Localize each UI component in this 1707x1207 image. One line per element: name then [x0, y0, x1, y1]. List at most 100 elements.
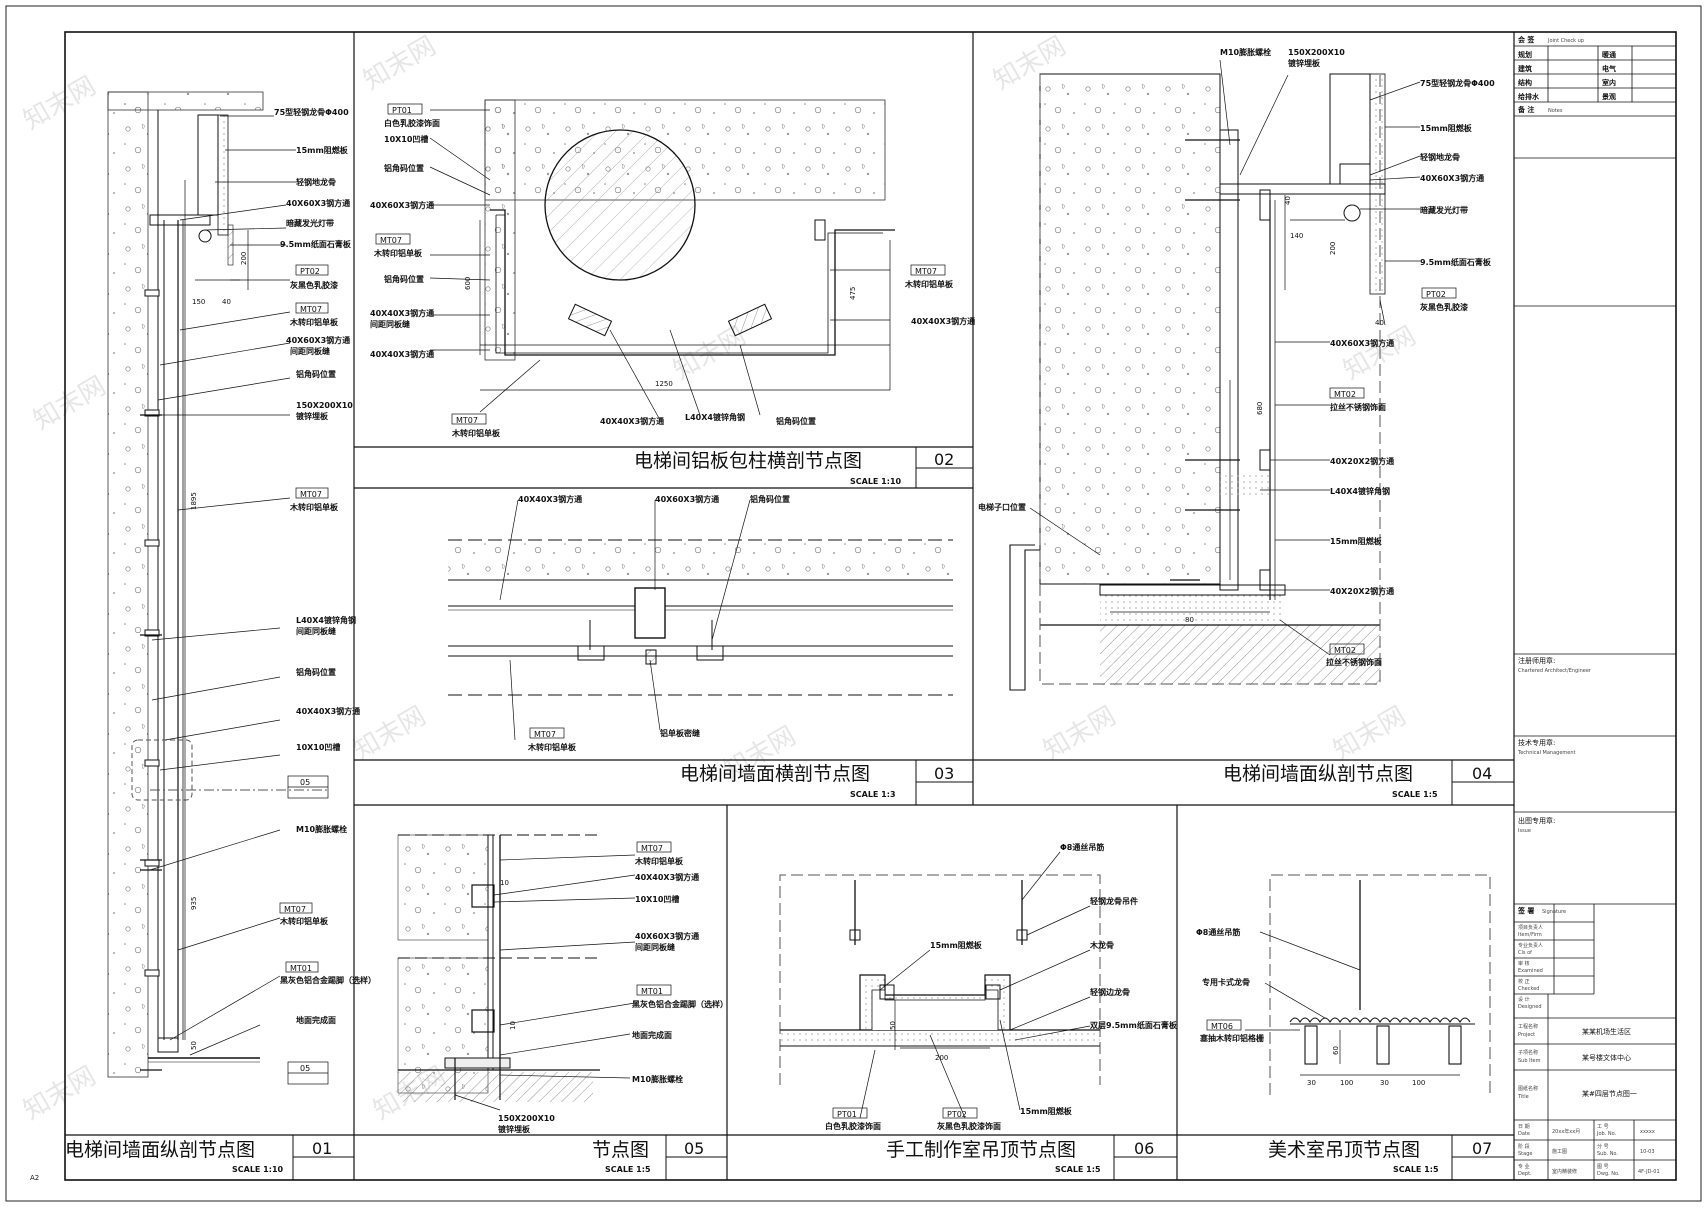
detail-scale-04: SCALE 1:5 [1392, 790, 1438, 799]
detail-num-05: 05 [684, 1139, 704, 1158]
tb-subno-cn: 分 号 [1597, 1143, 1609, 1150]
dim-02-600: 600 [464, 277, 472, 290]
d01-label-6: 灰黑色乳胶漆 [290, 280, 338, 290]
d02-label-1: 10X10凹槽 [384, 134, 428, 144]
tb-stage-cn: 阶 段 [1518, 1143, 1530, 1150]
d02-label-2: 铝角码位置 [384, 163, 424, 173]
d06-tag-1: PT02 [947, 1110, 967, 1119]
tb-notes-cn: 备 注 [1517, 105, 1534, 114]
detail-title-01: 电梯间墙面纵剖节点图 [65, 1139, 255, 1161]
tb-sub-val: 某号楼文体中心 [1582, 1053, 1631, 1062]
d02-label-10: 40X40X3钢方通 [911, 316, 975, 326]
detail-title-05: 节点图 [592, 1139, 649, 1161]
detail-scale-06: SCALE 1:5 [1055, 1165, 1101, 1174]
tb-title-en: Title [1517, 1094, 1529, 1100]
tb-sub-cn: 子项名称 [1518, 1049, 1538, 1056]
detail-01: 150 40 200 1895 935 50 75型轻钢龙骨Φ400 15mm阻… [107, 91, 376, 1085]
d01-label-21: 黑灰色铝合金踢脚（选样） [280, 975, 376, 985]
title-bar-06: 手工制作室吊顶节点图 SCALE 1:5 06 [886, 1135, 1177, 1180]
d04-label-13: L40X4镀锌角钢 [1330, 486, 1390, 496]
d01-label-0: 75型轻钢龙骨Φ400 [274, 107, 349, 117]
d05-label-3: 40X60X3钢方通 [635, 931, 699, 941]
d05-tag-1: MT01 [641, 987, 663, 996]
dim-02-475: 475 [849, 287, 857, 300]
dim-07-30b: 30 [1380, 1079, 1389, 1087]
detail-scale-03: SCALE 1:3 [850, 790, 896, 799]
d01-label-19: M10膨胀螺栓 [296, 824, 347, 834]
tb-dwg-val: 4F-JD-01 [1638, 1169, 1660, 1175]
d06-label-4: 双层9.5mm纸面石膏板 [1090, 1020, 1178, 1030]
tb-stage-en: Stage [1518, 1151, 1532, 1157]
detail-num-04: 04 [1472, 764, 1492, 783]
detail-scale-02: SCALE 1:10 [850, 477, 902, 486]
d07-label-2: 塞抽木转印铝格栅 [1199, 1033, 1264, 1043]
d02-label-3: 40X60X3钢方通 [370, 200, 434, 210]
dim-05-10a: 10 [500, 879, 509, 887]
d04-label-17: 电梯子口位置 [978, 502, 1026, 512]
dim-04-40b: 40 [1375, 319, 1384, 327]
title-bar-05: 节点图 SCALE 1:5 05 [592, 1135, 727, 1180]
tb-tech-en: Technical Management [1517, 750, 1576, 756]
detail-num-07: 07 [1472, 1139, 1492, 1158]
tb-joint-r0-a: 规划 [1518, 50, 1532, 59]
d01-ref-05-a: 05 [300, 778, 310, 787]
d02-label-11: 木转印铝单板 [451, 428, 501, 438]
tb-sign-en: Signature [1542, 909, 1566, 915]
detail-title-07: 美术室吊顶节点图 [1268, 1139, 1420, 1161]
detail-num-06: 06 [1134, 1139, 1154, 1158]
tb-sign-cn: 签 署 [1517, 906, 1534, 915]
dim-01-40: 40 [222, 298, 231, 306]
tb-job-cn: 工 号 [1597, 1124, 1609, 1130]
d01-label-18: 10X10凹槽 [296, 742, 340, 752]
tb-stage-val: 施工图 [1552, 1148, 1567, 1155]
d01-label-1: 15mm阻燃板 [296, 145, 349, 155]
drawing-frame [64, 31, 1677, 1181]
d01-label-20: 木转印铝单板 [279, 916, 329, 926]
title-block [1514, 45, 1676, 1180]
d01-label-12: 镀锌埋板 [296, 411, 329, 421]
tb-subno-en: Sub. No. [1597, 1151, 1618, 1157]
d03-label-3: 木转印铝单板 [527, 742, 577, 752]
detail-title-06: 手工制作室吊顶节点图 [886, 1139, 1076, 1161]
dim-06-200: 200 [935, 1054, 948, 1062]
d06-label-5: 15mm阻燃板 [930, 940, 983, 950]
tb-date-cn: 日 期 [1518, 1124, 1530, 1130]
tb-joint-cn: 会 签 [1518, 35, 1535, 44]
tb-joint-r1-b: 电气 [1602, 64, 1616, 73]
d03-label-4: 铝单板密缝 [660, 728, 700, 738]
d04-label-16: 拉丝不锈钢饰面 [1326, 657, 1382, 667]
d02-tag-0: PT01 [392, 106, 412, 115]
d01-tag-0: PT02 [300, 267, 320, 276]
concrete-wall-01 [107, 91, 149, 1078]
svg-text:知末网: 知末网 [29, 371, 112, 436]
concrete-wall-04 [1039, 73, 1221, 585]
dim-04-40a: 40 [1284, 196, 1292, 205]
d02-label-13: L40X4镀锌角钢 [685, 412, 745, 422]
d05-label-4: 间距同板缝 [635, 942, 675, 952]
d04-label-12: 40X20X2钢方通 [1330, 456, 1394, 466]
tb-subno-val: 10-03 [1640, 1149, 1655, 1155]
tb-dept-en: Dept. [1518, 1171, 1532, 1177]
dim-07-100b: 100 [1412, 1079, 1425, 1087]
d01-label-8: 40X60X3钢方通 [286, 335, 350, 345]
d06-label-8: 15mm阻燃板 [1020, 1106, 1073, 1116]
d05-label-8: 150X200X10 [498, 1114, 555, 1123]
d04-label-15: 40X20X2钢方通 [1330, 586, 1394, 596]
svg-text:知末网: 知末网 [349, 701, 432, 766]
d05-label-9: 镀锌埋板 [498, 1124, 531, 1134]
d04-label-7: 暗藏发光灯带 [1420, 205, 1468, 215]
d01-ref-05-b: 05 [300, 1064, 310, 1073]
tb-reg-en: Chartered Architect/Engineer [1518, 668, 1592, 674]
dim-04-140: 140 [1290, 232, 1303, 240]
dim-07-100a: 100 [1340, 1079, 1353, 1087]
tb-joint-r0-b: 暖通 [1602, 50, 1617, 59]
tb-sign-r3-cn: 校 正 [1518, 978, 1530, 985]
dim-04-200: 200 [1329, 242, 1337, 255]
dim-04-80: 80 [1185, 616, 1194, 624]
tb-sub-en: Sub Item [1518, 1058, 1541, 1064]
d06-label-3: 轻钢边龙骨 [1090, 987, 1130, 997]
tb-joint-r3-a: 给排水 [1518, 92, 1540, 101]
d02-tag-2: MT07 [915, 267, 937, 276]
d01-tag-4: MT01 [290, 964, 312, 973]
dim-01-1895: 1895 [190, 492, 198, 510]
